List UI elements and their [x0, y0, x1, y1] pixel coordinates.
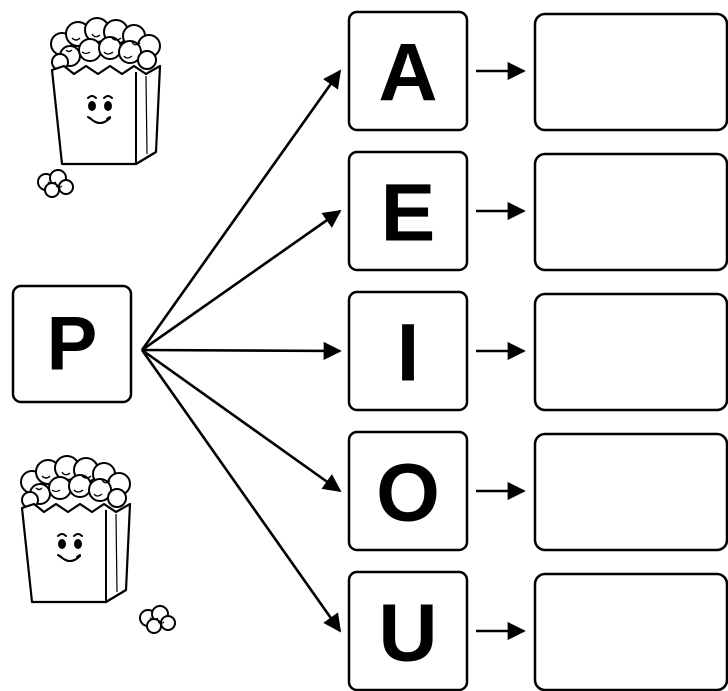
- popcorn-kernel-icon: [37, 169, 74, 198]
- vowel-letter: O: [376, 448, 440, 539]
- fan-arrows: [140, 69, 342, 633]
- fan-arrow-u: [140, 349, 342, 633]
- vowel-box: [347, 10, 469, 132]
- vowel-row-u: U: [347, 570, 728, 691]
- vowel-letter: E: [381, 168, 436, 259]
- vowel-box: [347, 290, 469, 412]
- vowel-box: [347, 570, 469, 691]
- vowel-row-a: A: [347, 10, 728, 132]
- vowel-letter: U: [378, 588, 437, 679]
- vowel-letter: I: [397, 308, 420, 399]
- answer-box-a[interactable]: [533, 12, 728, 132]
- start-letter: P: [47, 302, 98, 387]
- answer-box-u[interactable]: [533, 572, 728, 691]
- answer-box-e[interactable]: [533, 152, 728, 272]
- fan-arrow-o: [141, 348, 342, 493]
- fan-arrow-e: [141, 209, 342, 352]
- vowel-letter: A: [378, 28, 437, 119]
- vowel-box: [347, 430, 469, 552]
- vowel-row-o: O: [347, 430, 728, 552]
- vowel-row-e: E: [347, 150, 728, 272]
- popcorn-bag-icon: [49, 16, 162, 166]
- answer-box-o[interactable]: [533, 432, 728, 552]
- popcorn-bag-icon: [19, 454, 132, 604]
- popcorn-kernel-icon: [139, 605, 176, 634]
- fan-arrow-i: [141, 341, 342, 361]
- fan-arrow-a: [140, 69, 342, 351]
- answer-box-i[interactable]: [533, 292, 728, 412]
- start-letter-box: P: [11, 284, 133, 404]
- vowel-row-i: I: [347, 290, 728, 412]
- vowel-box: [347, 150, 469, 272]
